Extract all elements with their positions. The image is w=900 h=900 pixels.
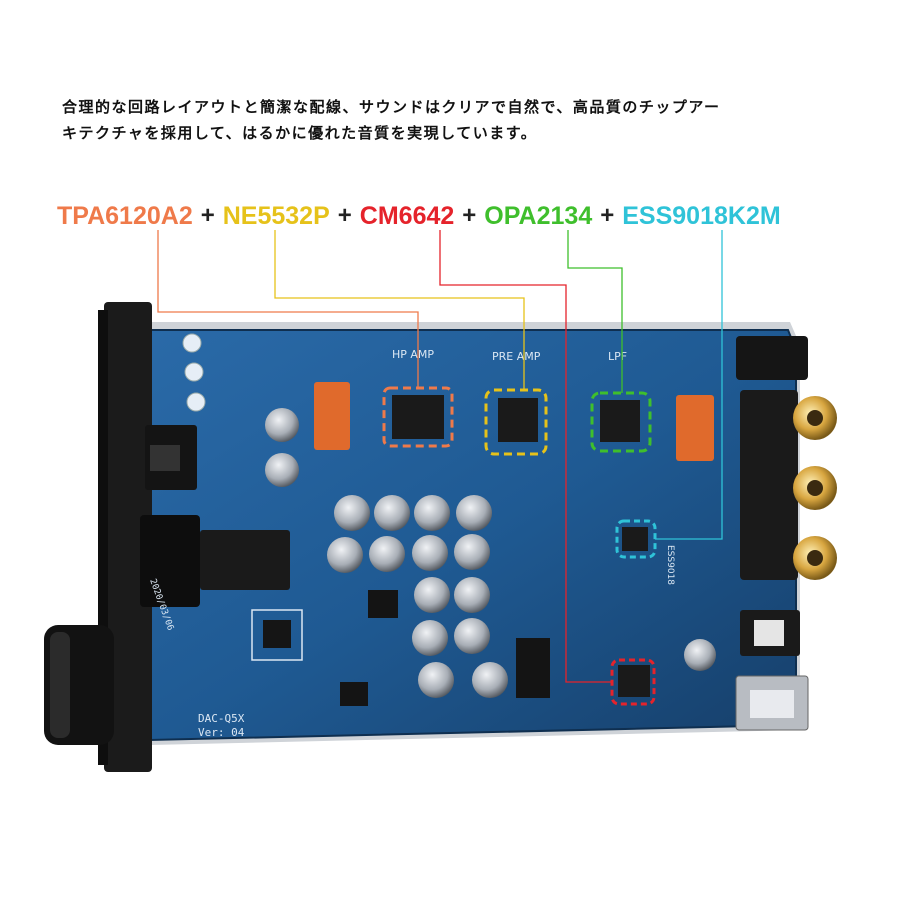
led-indicators <box>182 333 206 412</box>
ess9018-label: ESS9018 <box>665 545 675 585</box>
chip-ne5532p: NE5532P <box>222 201 330 230</box>
model-label: DAC-Q5X <box>198 712 245 725</box>
relay-left <box>314 382 350 450</box>
ne5532p-chip <box>484 388 548 456</box>
pre-amp-label: PRE AMP <box>492 350 541 363</box>
chip-cm6642: CM6642 <box>359 201 455 230</box>
leader-line-opa2134 <box>567 230 623 393</box>
capacitor-grid <box>265 408 716 698</box>
chip-ess9018k2m: ESS9018K2M <box>622 201 781 230</box>
chip-opa2134: OPA2134 <box>484 201 593 230</box>
lpf-label: LPF <box>608 350 627 363</box>
plus-sign: + <box>337 202 352 229</box>
leader-line-tpa6120a2 <box>157 230 419 388</box>
dc-power-jack <box>736 336 808 380</box>
plus-sign: + <box>600 202 615 229</box>
version-label: Ver: 04 <box>198 726 245 739</box>
cm6642-chip <box>610 658 656 706</box>
hp-amp-label: HP AMP <box>392 348 434 361</box>
mcu-chip <box>263 620 291 648</box>
rca-outputs <box>740 390 837 580</box>
relay-right <box>676 395 714 461</box>
regulator <box>516 638 550 698</box>
caption: 合理的な回路レイアウトと簡潔な配線、サウンドはクリアで自然で、高品質のチップアー… <box>62 94 832 146</box>
headphone-jack <box>140 515 200 607</box>
chip-list: TPA6120A2 + NE5532P + CM6642 + OPA2134 +… <box>57 198 781 234</box>
leader-line-ne5532p <box>274 230 525 390</box>
leader-line-cm6642 <box>439 230 612 683</box>
caption-line-1: 合理的な回路レイアウトと簡潔な配線、サウンドはクリアで自然で、高品質のチップアー <box>62 98 721 116</box>
plus-sign: + <box>200 202 215 229</box>
plus-sign: + <box>462 202 477 229</box>
tpa6120a2-chip <box>382 386 454 448</box>
chip-tpa6120a2: TPA6120A2 <box>57 201 193 230</box>
leader-line-ess9018k2m <box>655 230 723 540</box>
caption-line-2: キテクチャを採用して、はるかに優れた音質を実現しています。 <box>62 124 538 142</box>
opa2134-chip <box>590 391 652 453</box>
front-panel <box>104 302 152 772</box>
